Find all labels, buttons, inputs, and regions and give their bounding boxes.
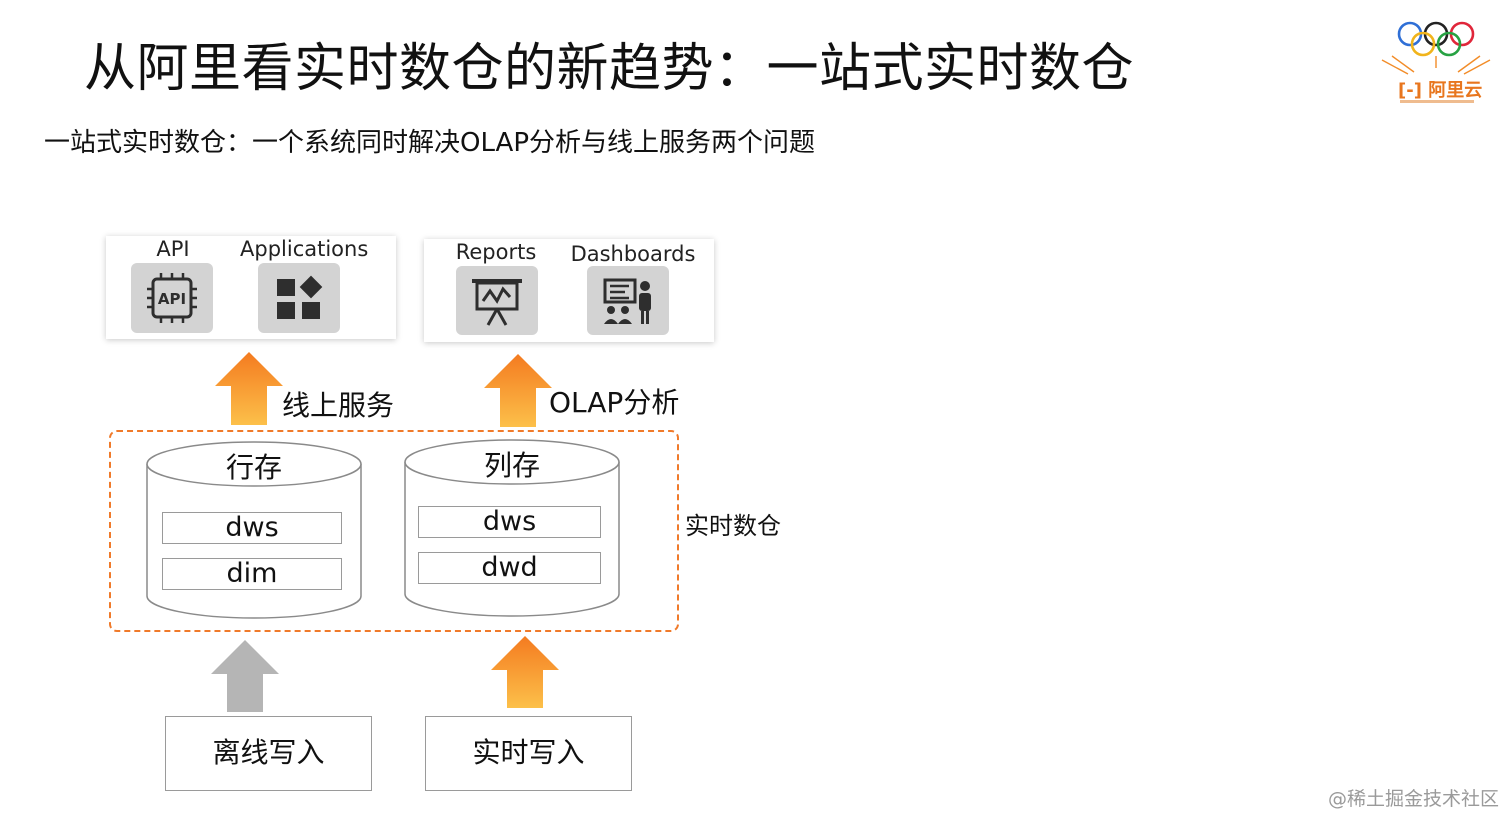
olap-label: OLAP分析 <box>549 386 680 419</box>
reports-label: Reports <box>455 240 537 264</box>
column-store-layer-dws: dws <box>418 506 601 538</box>
svg-text:API: API <box>158 290 186 308</box>
logo-text: 阿里云 <box>1428 80 1483 101</box>
logo-mark: [-] <box>1398 80 1422 101</box>
dashboard-presenter-icon <box>587 266 669 335</box>
arrow-up-online-icon <box>215 352 283 425</box>
column-store-title: 列存 <box>483 449 540 482</box>
api-label: API <box>156 237 190 261</box>
presentation-board-icon <box>456 266 538 335</box>
realtime-write-box: 实时写入 <box>425 716 632 791</box>
realtime-warehouse-boundary <box>109 430 679 632</box>
page-subtitle: 一站式实时数仓：一个系统同时解决OLAP分析与线上服务两个问题 <box>44 128 816 158</box>
online-service-label: 线上服务 <box>282 389 395 422</box>
column-store-layer-dwd: dwd <box>418 552 601 584</box>
arrow-up-offline-icon <box>211 640 279 712</box>
api-chip-icon: API <box>131 263 213 333</box>
dashboards-label: Dashboards <box>570 242 696 266</box>
page-title: 从阿里看实时数仓的新趋势：一站式实时数仓 <box>84 39 1135 99</box>
alibaba-cloud-logo: [-] 阿里云 <box>1378 16 1494 108</box>
offline-write-box: 离线写入 <box>165 716 372 791</box>
arrow-up-realtime-icon <box>491 636 559 708</box>
applications-label: Applications <box>240 237 369 261</box>
olympic-rings-icon <box>1381 21 1491 75</box>
row-store-title: 行存 <box>225 451 282 484</box>
apps-grid-icon <box>258 263 340 333</box>
warehouse-label: 实时数仓 <box>685 512 781 540</box>
row-store-layer-dim: dim <box>162 558 342 590</box>
arrow-up-olap-icon <box>484 354 552 427</box>
row-store-layer-dws: dws <box>162 512 342 544</box>
watermark: @稀土掘金技术社区 <box>1328 788 1500 810</box>
